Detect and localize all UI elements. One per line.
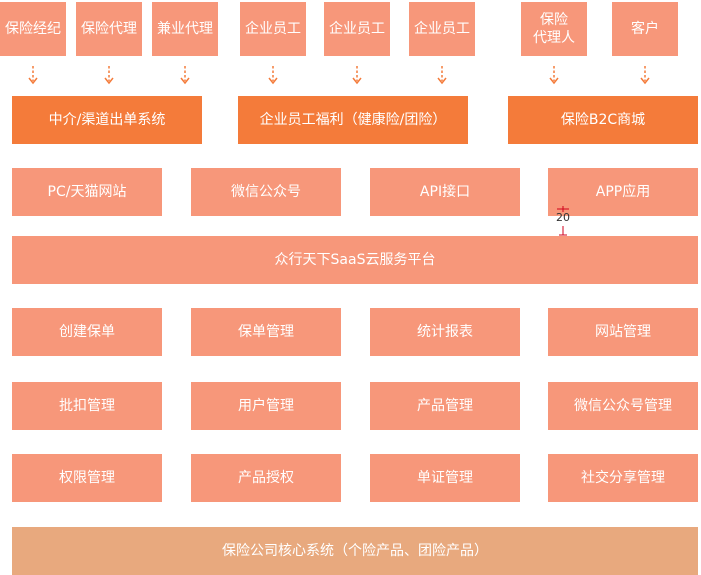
- module-permission-management: 权限管理: [12, 454, 162, 502]
- node-insurance-agent: 保险 代理人: [521, 2, 587, 56]
- node-label: 企业员工: [245, 21, 301, 37]
- band-employee-welfare: 企业员工福利（健康险/团险）: [238, 96, 468, 144]
- channel-app: APP应用: [548, 168, 698, 216]
- module-label: 网站管理: [595, 324, 651, 340]
- node-label: 保险代理: [81, 21, 137, 37]
- channel-label: PC/天猫网站: [47, 184, 127, 200]
- module-label: 产品授权: [238, 470, 294, 486]
- band-intermediary-system: 中介/渠道出单系统: [12, 96, 202, 144]
- band-label: 保险B2C商城: [560, 112, 646, 128]
- module-product-authorization: 产品授权: [191, 454, 341, 502]
- module-label: 用户管理: [238, 398, 294, 414]
- module-label: 统计报表: [417, 324, 473, 340]
- module-label: 权限管理: [59, 470, 115, 486]
- channel-label: API接口: [419, 184, 471, 200]
- module-product-management: 产品管理: [370, 382, 520, 430]
- down-arrow-icon: [549, 66, 559, 85]
- node-label: 保险经纪: [5, 21, 61, 37]
- down-arrow-icon: [180, 66, 190, 85]
- band-label: 企业员工福利（健康险/团险）: [259, 112, 447, 128]
- module-statistics-report: 统计报表: [370, 308, 520, 356]
- module-social-share-management: 社交分享管理: [548, 454, 698, 502]
- node-employee-2: 企业员工: [324, 2, 390, 56]
- spacing-measure-label: 20: [556, 211, 570, 224]
- module-label: 创建保单: [59, 324, 115, 340]
- channel-label: 微信公众号: [231, 184, 301, 200]
- module-label: 产品管理: [417, 398, 473, 414]
- saas-platform: 众行天下SaaS云服务平台: [12, 236, 698, 284]
- node-label-line-1: 保险: [540, 12, 568, 28]
- node-label: 企业员工: [414, 21, 470, 37]
- node-label: 兼业代理: [157, 21, 213, 37]
- module-policy-management: 保单管理: [191, 308, 341, 356]
- down-arrow-icon: [640, 66, 650, 85]
- module-user-management: 用户管理: [191, 382, 341, 430]
- node-employee-3: 企业员工: [409, 2, 475, 56]
- down-arrow-icon: [104, 66, 114, 85]
- channel-pc-tmall: PC/天猫网站: [12, 168, 162, 216]
- node-label: 企业员工: [329, 21, 385, 37]
- module-site-management: 网站管理: [548, 308, 698, 356]
- module-wechat-management: 微信公众号管理: [548, 382, 698, 430]
- down-arrow-icon: [437, 66, 447, 85]
- node-insurance-broker: 保险经纪: [0, 2, 66, 56]
- band-b2c-mall: 保险B2C商城: [508, 96, 698, 144]
- node-employee-1: 企业员工: [240, 2, 306, 56]
- module-label: 批扣管理: [59, 398, 115, 414]
- module-label: 社交分享管理: [581, 470, 665, 486]
- node-part-time-agency: 兼业代理: [152, 2, 218, 56]
- channel-api: API接口: [370, 168, 520, 216]
- module-label: 微信公众号管理: [574, 398, 672, 414]
- down-arrow-icon: [28, 66, 38, 85]
- module-create-policy: 创建保单: [12, 308, 162, 356]
- platform-label: 众行天下SaaS云服务平台: [274, 252, 436, 268]
- node-insurance-agency: 保险代理: [76, 2, 142, 56]
- module-batch-deduction: 批扣管理: [12, 382, 162, 430]
- channel-wechat: 微信公众号: [191, 168, 341, 216]
- node-customer: 客户: [612, 2, 678, 56]
- module-label: 单证管理: [417, 470, 473, 486]
- down-arrow-icon: [352, 66, 362, 85]
- core-system: 保险公司核心系统（个险产品、团险产品）: [12, 527, 698, 575]
- spacing-measure-icon: [557, 206, 569, 236]
- channel-label: APP应用: [595, 184, 651, 200]
- node-label-line-2: 代理人: [533, 30, 575, 46]
- core-label: 保险公司核心系统（个险产品、团险产品）: [222, 543, 488, 559]
- down-arrow-icon: [268, 66, 278, 85]
- node-label: 客户: [631, 21, 659, 37]
- band-label: 中介/渠道出单系统: [48, 112, 166, 128]
- module-document-management: 单证管理: [370, 454, 520, 502]
- module-label: 保单管理: [238, 324, 294, 340]
